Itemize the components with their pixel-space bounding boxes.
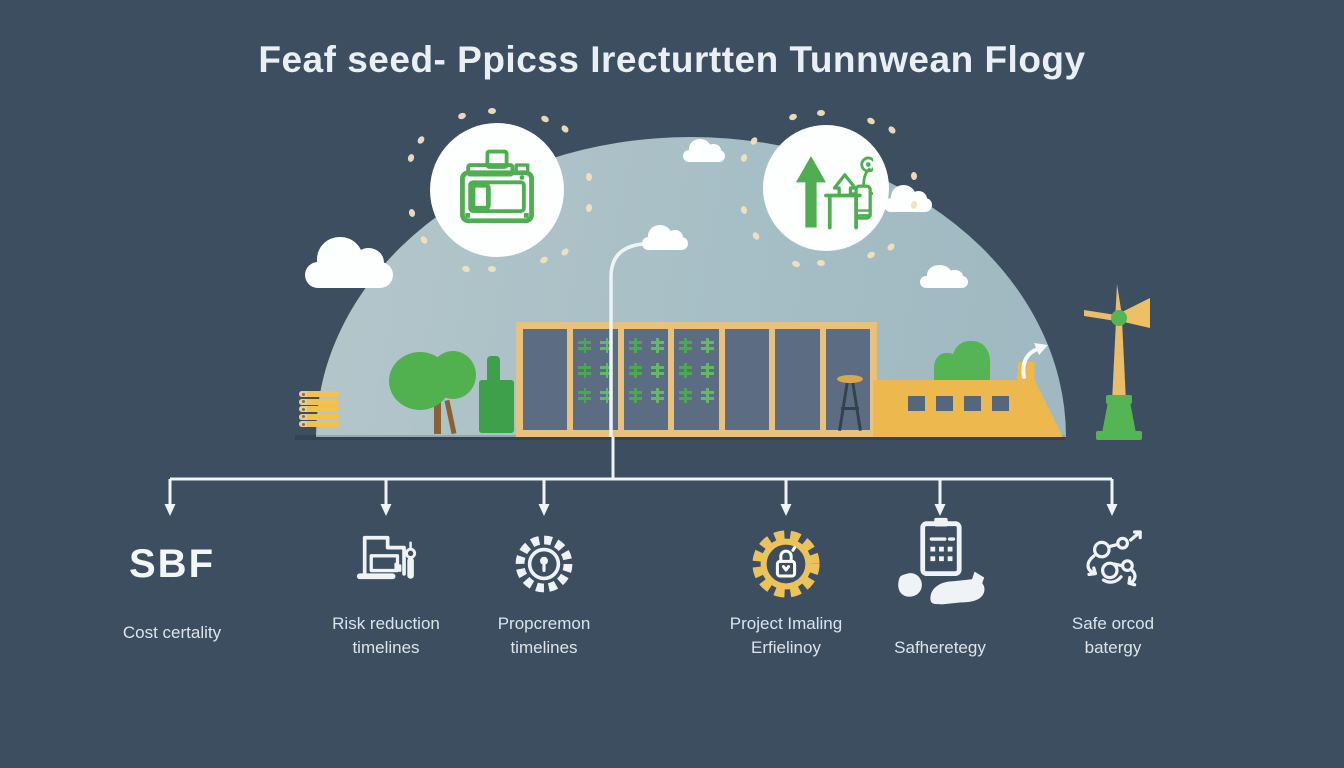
plant-icon bbox=[628, 338, 642, 353]
turbine-base bbox=[1102, 402, 1136, 433]
plant-icon bbox=[650, 338, 664, 353]
bush-stalk bbox=[487, 356, 500, 386]
column-label: Cost certality bbox=[122, 623, 222, 642]
column-safety: Safheretegy bbox=[845, 517, 1035, 660]
plant-icon bbox=[678, 363, 692, 378]
tree-trunk bbox=[434, 398, 441, 434]
plant-icon bbox=[700, 338, 714, 353]
coin-stack bbox=[299, 391, 339, 429]
glass-panel bbox=[523, 329, 568, 430]
plant-icon bbox=[578, 338, 592, 353]
factory-bush-2 bbox=[952, 341, 990, 385]
page-title: Feaf seed- Ppicss Irecturtten Tunnwean F… bbox=[258, 38, 1086, 80]
ground-shadow bbox=[295, 435, 1065, 440]
plant-icon bbox=[678, 388, 692, 403]
greenhouse-building bbox=[516, 322, 877, 437]
factory-window bbox=[992, 396, 1009, 411]
column-label: timelines bbox=[510, 638, 578, 657]
plant-icon bbox=[700, 363, 714, 378]
ladder-stool bbox=[836, 375, 864, 431]
plant-icon bbox=[600, 388, 614, 403]
bubble-right bbox=[763, 125, 889, 251]
plant-icon bbox=[700, 388, 714, 403]
tree-canopy-2 bbox=[430, 351, 476, 399]
glass-panel-planted bbox=[623, 329, 669, 430]
plant-icon bbox=[600, 338, 614, 353]
column-label: Safheretegy bbox=[894, 638, 986, 657]
column-label: timelines bbox=[352, 638, 420, 657]
column-sbf: SBF Cost certality bbox=[77, 520, 267, 645]
plant-icon bbox=[678, 338, 692, 353]
column-procurement: Propcremon timelines bbox=[449, 520, 639, 660]
bush bbox=[479, 380, 514, 433]
column-label: Erfielinoy bbox=[751, 638, 821, 657]
plant-icon bbox=[578, 363, 592, 378]
turbine-blade-left bbox=[1084, 310, 1116, 321]
generator-camera-icon bbox=[460, 149, 534, 224]
bubble-left bbox=[430, 123, 564, 257]
network-arrows-icon bbox=[1086, 530, 1142, 587]
gear-icon bbox=[515, 535, 573, 593]
column-risk-reduction: Risk reduction timelines bbox=[291, 520, 481, 660]
turbine-blade-right bbox=[1122, 298, 1150, 328]
clipboard-hands-icon bbox=[898, 517, 985, 605]
connector-lines bbox=[168, 437, 1114, 505]
growth-arrow-plant-icon bbox=[795, 156, 873, 230]
factory-window bbox=[936, 396, 953, 411]
turbine-pole bbox=[1112, 320, 1126, 402]
plant-icon bbox=[578, 388, 592, 403]
glass-panel bbox=[724, 329, 770, 430]
column-label: Safe orcod bbox=[1071, 614, 1155, 633]
column-label: batergy bbox=[1084, 638, 1142, 657]
glass-panel bbox=[775, 329, 820, 430]
sbf-heading: SBF bbox=[129, 541, 215, 586]
column-label: Risk reduction bbox=[332, 614, 440, 633]
lock-gear-icon bbox=[752, 530, 820, 598]
turbine-hub bbox=[1111, 310, 1127, 326]
turbine-collar bbox=[1106, 395, 1132, 404]
wind-turbine bbox=[1084, 284, 1150, 440]
plant-icon bbox=[628, 363, 642, 378]
plant-icon bbox=[650, 388, 664, 403]
column-label: Propcremon bbox=[497, 614, 591, 633]
plant-icon bbox=[600, 363, 614, 378]
plant-icon bbox=[650, 363, 664, 378]
factory-window bbox=[964, 396, 981, 411]
column-project-efficiency: Project Imaling Erfielinoy bbox=[691, 520, 881, 660]
cloud-top-center bbox=[683, 138, 725, 162]
plant-icon bbox=[628, 388, 642, 403]
column-safe-record: Safe orcod batergy bbox=[1018, 520, 1208, 660]
glass-panel-planted bbox=[674, 329, 719, 430]
document-person-icon bbox=[356, 535, 417, 580]
column-label: Project Imaling bbox=[729, 614, 843, 633]
connector-arrowheads bbox=[164, 504, 1118, 516]
turbine-foot bbox=[1096, 431, 1142, 440]
cloud-right bbox=[920, 264, 968, 288]
factory-window bbox=[908, 396, 925, 411]
cloud-lamp bbox=[642, 224, 688, 250]
cloud-left bbox=[305, 237, 393, 288]
smoke-arrow bbox=[1021, 343, 1048, 379]
lamp-post bbox=[609, 242, 644, 437]
